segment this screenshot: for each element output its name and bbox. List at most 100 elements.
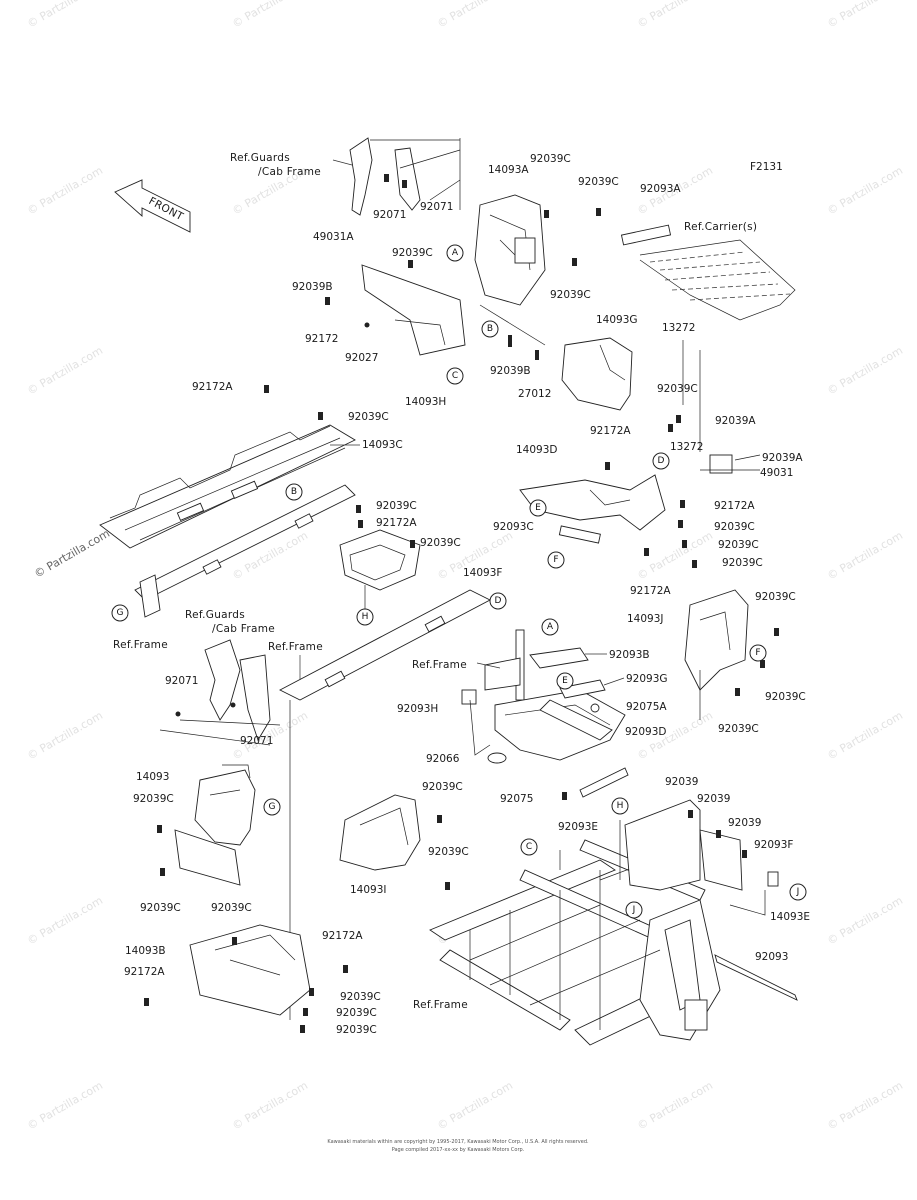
part-14093J: 14093J	[627, 613, 664, 625]
footer-compiled: Page compiled 2017-xx-xx by Kawasaki Mot…	[392, 1147, 525, 1153]
part-92039C: 92039C	[340, 991, 381, 1003]
watermark: © Partzilla.com	[25, 0, 105, 31]
callout-E: E	[556, 672, 574, 690]
watermark: © Partzilla.com	[635, 1079, 715, 1133]
svg-text:E: E	[535, 503, 541, 513]
part-49031: 49031	[760, 467, 793, 479]
part-14093D	[519, 424, 761, 568]
part-14093J	[684, 589, 779, 720]
part-49031A: 49031A	[313, 231, 354, 243]
part-92172: 92172	[305, 333, 338, 345]
svg-text:B: B	[487, 324, 493, 334]
watermark: © Partzilla.com	[825, 0, 905, 31]
callout-H: H	[611, 797, 629, 815]
watermark: © Partzilla.com	[435, 0, 515, 31]
part-92172A: 92172A	[124, 966, 165, 978]
part-92039C: 92039C	[211, 902, 252, 914]
part-92039C: 92039C	[530, 153, 571, 165]
part-14093	[157, 764, 256, 886]
watermark: © Partzilla.com	[635, 0, 715, 31]
part-92039C: 92039C	[336, 1024, 377, 1036]
part-92039: 92039	[697, 793, 730, 805]
svg-text:C: C	[452, 371, 458, 381]
part-14093F	[339, 505, 421, 610]
callout-C: C	[520, 838, 538, 856]
part-14093B	[144, 924, 348, 1033]
part-92093D: 92093D	[625, 726, 667, 738]
part-14093I: 14093I	[350, 884, 387, 896]
part-92039C: 92039C	[336, 1007, 377, 1019]
svg-text:C: C	[526, 842, 532, 852]
callout-D: D	[489, 592, 507, 610]
svg-text:H: H	[362, 612, 369, 622]
watermark: © Partzilla.com	[230, 0, 310, 31]
callout-H: H	[356, 608, 374, 626]
part-92039C: 92039C	[657, 383, 698, 395]
callouts: A B C B D E F G H D A E F G H C J J	[111, 244, 807, 919]
part-14093A: 14093A	[488, 164, 529, 176]
part-92075: 92075	[500, 793, 533, 805]
callout-A: A	[541, 618, 559, 636]
part-14093E: 14093E	[770, 911, 810, 923]
part-92039C: 92039C	[420, 537, 461, 549]
watermark: © Partzilla.com	[25, 344, 105, 398]
svg-text:J: J	[632, 905, 636, 915]
svg-text:D: D	[495, 596, 502, 606]
part-92039B: 92039B	[490, 365, 531, 377]
figure-code: F2131	[750, 161, 783, 173]
frame-rail-left	[134, 484, 356, 618]
part-14093B: 14093B	[125, 945, 166, 957]
watermark: © Partzilla.com	[825, 529, 905, 583]
part-cab-guard-top	[349, 137, 461, 216]
part-92075A: 92075A	[626, 701, 667, 713]
part-92027: 92027	[345, 352, 378, 364]
label-ref-frame: Ref.Frame	[268, 641, 323, 653]
svg-text:G: G	[269, 802, 276, 812]
part-92039C: 92039C	[348, 411, 389, 423]
part-14093D: 14093D	[516, 444, 558, 456]
part-92172A: 92172A	[590, 425, 631, 437]
part-92093E: 92093E	[558, 821, 598, 833]
part-92066: 92066	[426, 753, 460, 765]
label-ref-frame: Ref.Frame	[413, 999, 468, 1011]
svg-text:D: D	[658, 456, 665, 466]
label-ref-cab-frame: /Cab Frame	[212, 623, 275, 635]
part-92039C: 92039C	[428, 846, 469, 858]
watermark: © Partzilla.com	[25, 1079, 105, 1133]
part-14093C	[99, 385, 356, 549]
part-92039C: 92039C	[765, 691, 806, 703]
part-carrier-ref	[620, 224, 796, 321]
callout-J: J	[789, 883, 807, 901]
callout-G: G	[263, 798, 281, 816]
part-92039A: 92039A	[762, 452, 803, 464]
callout-B: B	[481, 320, 499, 338]
part-92039C: 92039C	[578, 176, 619, 188]
part-92039B: 92039B	[292, 281, 333, 293]
part-92093B: 92093B	[609, 649, 650, 661]
part-92093H: 92093H	[397, 703, 438, 715]
part-92039C: 92039C	[755, 591, 796, 603]
part-92071: 92071	[373, 209, 406, 221]
part-14093H: 14093H	[405, 396, 446, 408]
svg-text:E: E	[562, 676, 568, 686]
callout-D: D	[652, 452, 670, 470]
part-92071: 92071	[240, 735, 273, 747]
front-arrow-badge: FRONT	[114, 179, 191, 233]
part-92039C: 92039C	[718, 539, 759, 551]
callout-B: B	[285, 483, 303, 501]
part-92172A: 92172A	[714, 500, 755, 512]
label-ref-frame: Ref.Frame	[113, 639, 168, 651]
part-14093I	[339, 794, 450, 890]
callout-E: E	[529, 499, 547, 517]
part-92093C: 92093C	[493, 521, 534, 533]
part-27012: 27012	[518, 388, 551, 400]
part-92093F: 92093F	[754, 839, 793, 851]
svg-text:A: A	[452, 248, 459, 258]
part-92039A: 92039A	[715, 415, 756, 427]
svg-text:J: J	[796, 887, 800, 897]
callout-C: C	[446, 367, 464, 385]
label-ref-cab-frame: /Cab Frame	[258, 166, 321, 178]
svg-text:H: H	[617, 801, 624, 811]
part-92039C: 92039C	[392, 247, 433, 259]
